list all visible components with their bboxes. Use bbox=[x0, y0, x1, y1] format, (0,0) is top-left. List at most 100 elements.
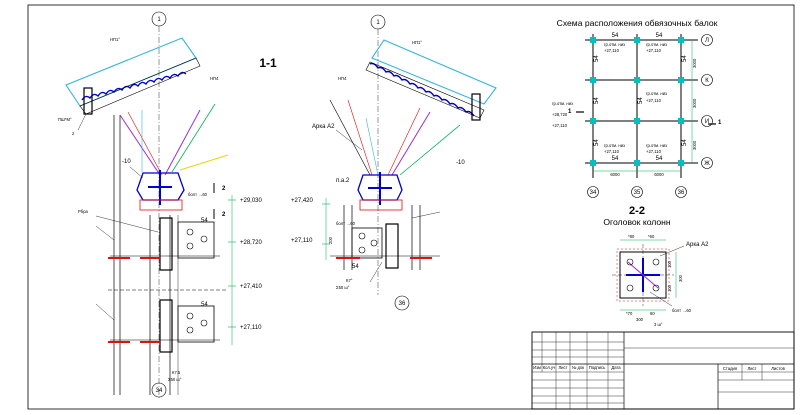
leader bbox=[649, 291, 673, 307]
col-axis-label: 36 bbox=[678, 190, 685, 196]
leader bbox=[659, 245, 685, 257]
tb-right-cell: Листов bbox=[771, 366, 785, 371]
bolt bbox=[652, 258, 660, 266]
level-label: +27,110 bbox=[240, 325, 262, 331]
beam-label: 54 bbox=[352, 264, 359, 270]
plan-title: Схема расположения обвязочных балок bbox=[557, 18, 718, 28]
plan-column bbox=[678, 118, 684, 124]
row-axis-bubble bbox=[701, 157, 713, 169]
plan-ref-note: гр.отм. низ bbox=[604, 143, 625, 148]
row-axis-bubble bbox=[701, 34, 713, 46]
edge-plate bbox=[83, 87, 93, 115]
weld-sub: Σ50 ш° bbox=[336, 285, 350, 290]
beam-mark: 54 bbox=[656, 156, 663, 162]
axis-top-label: 1 bbox=[376, 20, 380, 26]
cap-brace bbox=[627, 261, 659, 289]
section-middle-detail: 1 НП1° НП4 bbox=[291, 14, 497, 311]
tb-right-cell: Лист bbox=[747, 366, 756, 371]
bolt bbox=[186, 228, 194, 236]
plate-label: -10 bbox=[456, 160, 465, 166]
level-label: +27,110 bbox=[291, 238, 313, 244]
bolt bbox=[652, 284, 660, 292]
beam-label-2: 54 bbox=[201, 302, 208, 308]
cap-dim: *80 bbox=[628, 234, 635, 239]
bolt bbox=[186, 242, 194, 250]
purlin-layer bbox=[79, 57, 201, 115]
leader bbox=[77, 113, 87, 131]
leader bbox=[95, 225, 115, 241]
plan-level: +28,720 bbox=[552, 112, 568, 117]
leader bbox=[95, 215, 159, 233]
bolt-label: болт →60 bbox=[336, 221, 356, 226]
beam-mark: 54 bbox=[638, 97, 644, 104]
leader bbox=[411, 211, 441, 219]
corrugated-profile bbox=[369, 62, 475, 117]
plan-ref-note: гр.отм. низ bbox=[552, 101, 573, 106]
cap-arch-label: Арка А2 bbox=[686, 242, 709, 248]
plan-column bbox=[678, 37, 684, 43]
cap-dim: *60 bbox=[648, 234, 655, 239]
roof-panel bbox=[65, 37, 197, 107]
plan-column bbox=[634, 77, 640, 83]
tb-header-cell: Дата bbox=[611, 365, 621, 370]
axis-bottom-label: 36 bbox=[399, 301, 406, 307]
plan-column bbox=[590, 160, 596, 166]
brace bbox=[347, 99, 373, 176]
tb-header-cell: Подпись bbox=[589, 365, 606, 370]
cap-bolt-label: болт →60 bbox=[672, 308, 692, 313]
channel-beam bbox=[159, 299, 173, 353]
section-cut-label: 1 bbox=[568, 109, 572, 115]
beam-mark: 54 bbox=[612, 156, 619, 162]
arch-label: Арка А2 bbox=[312, 124, 335, 130]
arch-line bbox=[329, 99, 371, 176]
bolt-label: болт →60 bbox=[188, 192, 208, 197]
title-block: Изм Кол.уч Лист № док Подпись Дата Стади… bbox=[531, 331, 795, 410]
section-mark: 2 bbox=[222, 212, 226, 218]
leader bbox=[369, 261, 383, 283]
base-plate bbox=[359, 199, 403, 211]
col-axis-label: 34 bbox=[590, 190, 597, 196]
plan-column bbox=[678, 160, 684, 166]
bolt bbox=[626, 258, 634, 266]
rib-label: Рбра bbox=[78, 209, 89, 214]
row-dim: 3000 bbox=[692, 58, 697, 68]
plan-level: +27,110 bbox=[604, 149, 620, 154]
col-axis-bubble bbox=[675, 186, 687, 198]
row-axis-label: Л bbox=[705, 38, 709, 44]
plan-column bbox=[590, 37, 596, 43]
beam-mark: 54 bbox=[594, 139, 600, 146]
beam-mark: 54 bbox=[682, 55, 688, 62]
cap-title: 2-2 bbox=[629, 205, 645, 217]
row-dim: 3000 bbox=[692, 98, 697, 108]
tb-header-cell: Кол.уч bbox=[543, 365, 556, 370]
level-label: +27,420 bbox=[291, 198, 314, 204]
roof-label: НП1° bbox=[110, 37, 120, 42]
bolt bbox=[370, 239, 378, 247]
axis-bottom-label: 34 bbox=[156, 388, 163, 394]
bolt bbox=[186, 326, 194, 334]
level-label: +28,720 bbox=[240, 240, 263, 246]
bolt bbox=[358, 232, 366, 240]
section-title: 1-1 bbox=[259, 56, 277, 70]
cap-dim: 100 bbox=[667, 284, 672, 292]
brace bbox=[365, 117, 379, 176]
axis-bubble-bottom bbox=[151, 382, 167, 398]
bolt bbox=[200, 319, 208, 327]
small-number: 2 bbox=[72, 131, 75, 136]
bolt bbox=[626, 284, 634, 292]
connection-plate bbox=[177, 305, 215, 343]
section-cut-label: 1 bbox=[718, 120, 722, 126]
tb-right-cell: Стадия bbox=[723, 366, 737, 371]
cap-bottom-dim: 300 bbox=[636, 317, 644, 322]
row-axis-bubble bbox=[701, 74, 713, 86]
col-axis-bubble bbox=[631, 186, 643, 198]
col-axis-label: 35 bbox=[634, 190, 641, 196]
connection-plate bbox=[177, 221, 215, 259]
small-note: ПШ*М° bbox=[58, 117, 72, 122]
row-dim: 3000 bbox=[692, 140, 697, 150]
leader bbox=[335, 129, 363, 151]
dim-label: 200 bbox=[328, 236, 333, 244]
plan-level: +27,110 bbox=[604, 48, 620, 53]
beam-mark: 54 bbox=[656, 33, 663, 39]
cap-dim: 100 bbox=[667, 260, 672, 268]
